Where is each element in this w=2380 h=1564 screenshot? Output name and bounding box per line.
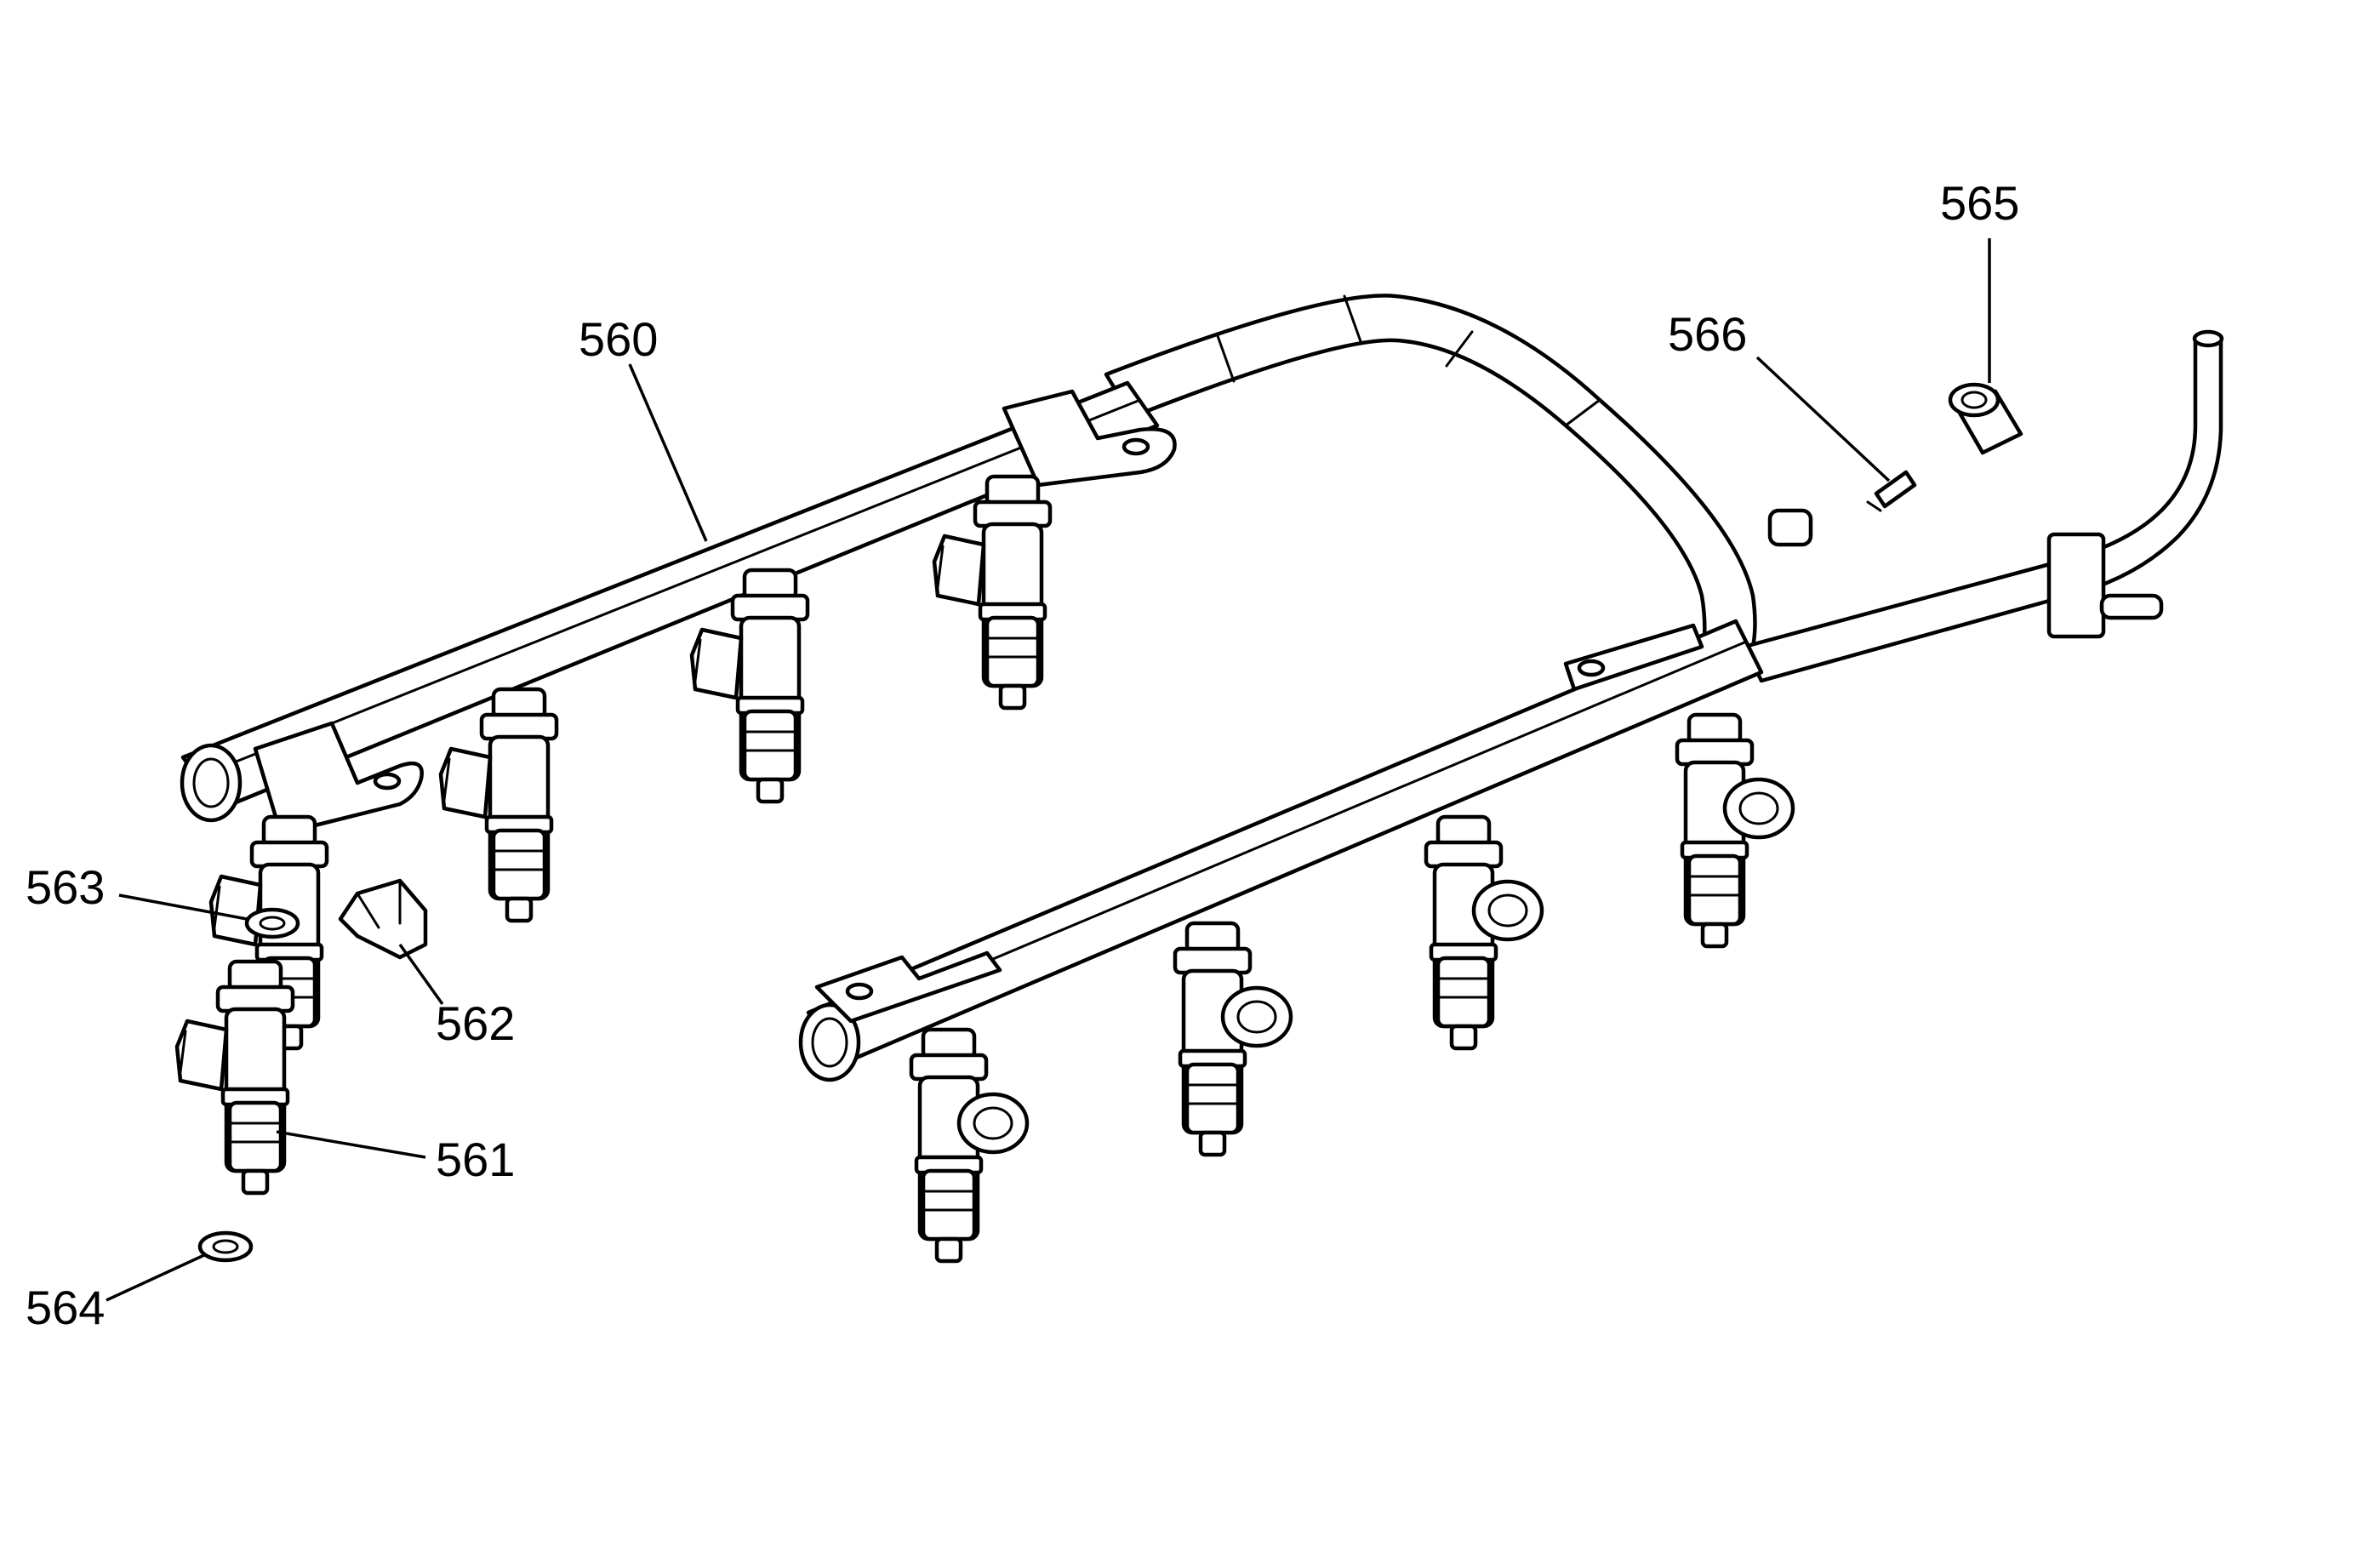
callout-562: 562	[436, 996, 515, 1050]
leader-566	[1755, 356, 1891, 482]
callout-563: 563	[26, 860, 105, 914]
leader-563	[118, 893, 248, 921]
leader-562	[398, 943, 444, 1006]
leader-561	[276, 1130, 426, 1159]
callout-561: 561	[436, 1133, 515, 1186]
retainer-clip-562	[338, 878, 428, 960]
leader-560	[628, 363, 708, 542]
callout-565: 565	[1940, 176, 2019, 230]
valve-cap-565	[1948, 382, 2023, 455]
fuel-inlet-tube	[1742, 329, 2224, 683]
o-ring-564	[197, 1230, 254, 1263]
upper-fuel-rail	[180, 380, 1177, 836]
callout-564: 564	[26, 1281, 105, 1334]
crossover-tube	[1104, 294, 1757, 683]
leader-lines	[106, 238, 1991, 1302]
callout-566: 566	[1668, 307, 1747, 361]
lower-fuel-rail	[798, 619, 1764, 1082]
schrader-valve-566	[1866, 470, 1917, 512]
leader-564	[106, 1253, 205, 1302]
o-ring-563	[244, 907, 300, 939]
callout-560: 560	[579, 312, 658, 366]
injector-561	[177, 962, 293, 1193]
